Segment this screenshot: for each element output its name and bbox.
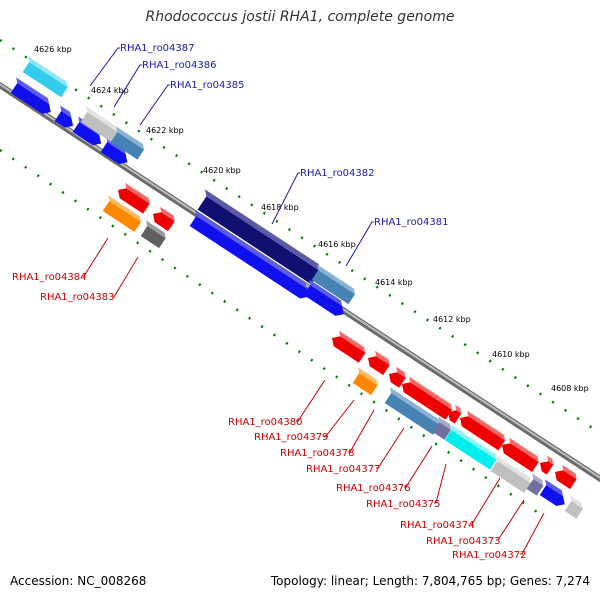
- gene-fwd[interactable]: [300, 279, 349, 319]
- gene-rev[interactable]: [399, 376, 455, 420]
- gene-label-ro04375[interactable]: RHA1_ro04375: [366, 499, 441, 510]
- kbp-label: 4626 kbp: [34, 45, 72, 54]
- gene-label-ro04378[interactable]: RHA1_ro04378: [280, 448, 355, 459]
- kbp-label: 4610 kbp: [492, 350, 530, 359]
- gene-label-ro04383[interactable]: RHA1_ro04383: [40, 292, 115, 303]
- gene-rev[interactable]: [115, 182, 152, 214]
- gene-rev[interactable]: [552, 464, 579, 490]
- gene-label-ro04379[interactable]: RHA1_ro04379: [254, 432, 329, 443]
- gene-label-ro04387[interactable]: RHA1_ro04387: [120, 43, 195, 54]
- gene-rev[interactable]: [150, 206, 177, 232]
- gene-label-ro04386[interactable]: RHA1_ro04386: [142, 60, 217, 71]
- kbp-label: 4614 kbp: [375, 278, 413, 287]
- accession-label: Accession: NC_008268: [10, 574, 147, 588]
- gene-ro04382[interactable]: [193, 189, 322, 285]
- gene-ro04376[interactable]: [441, 424, 498, 470]
- gene-ro04378[interactable]: [381, 387, 442, 435]
- gene-ro04377[interactable]: [429, 416, 453, 440]
- gene-label-ro04382[interactable]: RHA1_ro04382: [300, 168, 375, 179]
- gene-ro04379[interactable]: [349, 367, 380, 396]
- gene-fwd[interactable]: [7, 77, 56, 117]
- tick-row-upper: [0, 38, 600, 435]
- gene-label-ro04374[interactable]: RHA1_ro04374: [400, 520, 475, 531]
- gene-ro04384[interactable]: [99, 195, 143, 232]
- gene-label-ro04372[interactable]: RHA1_ro04372: [452, 550, 527, 561]
- gene-label-ro04384[interactable]: RHA1_ro04384: [12, 272, 87, 283]
- kbp-label: 4608 kbp: [551, 384, 589, 393]
- gene-rev[interactable]: [445, 404, 464, 424]
- gene-ro04373[interactable]: [536, 479, 570, 509]
- gene-rev[interactable]: [457, 410, 508, 451]
- kbp-label: 4616 kbp: [318, 240, 356, 249]
- gene-ro04381[interactable]: [308, 264, 357, 305]
- gene-ro04380[interactable]: [329, 330, 368, 363]
- gene-ro04372[interactable]: [561, 495, 585, 519]
- gene-label-ro04376[interactable]: RHA1_ro04376: [336, 483, 411, 494]
- gene-ro04383[interactable]: [137, 220, 168, 249]
- gene-label-ro04381[interactable]: RHA1_ro04381: [374, 217, 449, 228]
- reverse-label-leaders: [82, 237, 545, 555]
- gene-label-ro04385[interactable]: RHA1_ro04385: [170, 80, 245, 91]
- gene-ro04387[interactable]: [19, 56, 70, 98]
- gene-label-ro04373[interactable]: RHA1_ro04373: [426, 536, 501, 547]
- gene-rev[interactable]: [537, 455, 556, 475]
- gene-rev[interactable]: [365, 350, 392, 376]
- gene-rev[interactable]: [499, 437, 541, 472]
- gene-fwd[interactable]: [51, 105, 78, 130]
- gene-ro04374[interactable]: [523, 473, 545, 496]
- gene-ro04385[interactable]: [107, 126, 146, 160]
- gene-rev[interactable]: [386, 366, 408, 388]
- kbp-label: 4622 kbp: [146, 126, 184, 135]
- kbp-label: 4620 kbp: [203, 166, 241, 175]
- gene-ro04375[interactable]: [487, 455, 533, 493]
- gene-label-ro04380[interactable]: RHA1_ro04380: [228, 417, 303, 428]
- kbp-label: 4624 kbp: [91, 86, 129, 95]
- gene-ro04386[interactable]: [77, 106, 119, 142]
- topology-summary: Topology: linear; Length: 7,804,765 bp; …: [270, 574, 590, 588]
- kbp-label: 4612 kbp: [433, 315, 471, 324]
- gene-label-ro04377[interactable]: RHA1_ro04377: [306, 464, 381, 475]
- gene-fwd[interactable]: [186, 210, 313, 301]
- page-title: Rhodococcus jostii RHA1, complete genome: [145, 9, 455, 25]
- forward-label-leaders: [89, 47, 374, 267]
